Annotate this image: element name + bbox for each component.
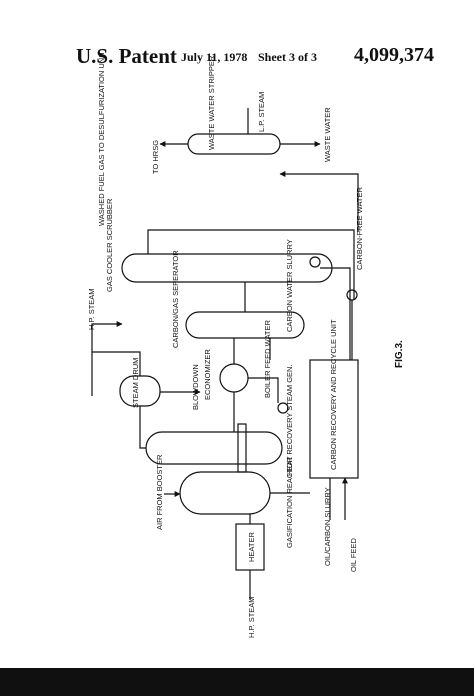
label-steam-drum: STEAM DRUM: [131, 358, 140, 408]
scan-bottom-border: [0, 668, 474, 696]
line-hrsg-to-drum: [139, 406, 146, 449]
label-heater: HEATER: [247, 532, 256, 562]
label-lp-steam: L.P. STEAM: [257, 92, 266, 132]
pump-boiler-feed: [277, 402, 289, 414]
patent-number: 4,099,374: [354, 44, 434, 66]
label-carbon-water-slurry: CARBON WATER SLURRY: [285, 239, 294, 332]
gas-cooler-scrubber-vessel: [121, 253, 333, 283]
steam-drum-vessel: [119, 375, 161, 407]
label-boiler-feed-water: BOILER FEED WATER: [263, 319, 272, 398]
waste-water-stripper-vessel: [187, 133, 281, 155]
line-to-stripper: [279, 171, 359, 232]
label-waste-water: WASTE WATER: [323, 107, 332, 162]
hrsg-vessel: [145, 431, 283, 465]
label-waste-water-stripper: WASTE WATER STRIPPER: [207, 55, 216, 150]
line-hp-steam-out: [91, 321, 123, 396]
label-carbon-recovery-unit: CARBON RECOVERY AND RECYCLE UNIT: [329, 319, 338, 470]
economizer-circle: [219, 363, 249, 393]
label-blowdown: BLOWDOWN: [191, 364, 200, 410]
label-to-hrsg: TO HRSG: [151, 140, 160, 174]
patent-date: July 11, 1978: [181, 50, 248, 64]
line-scrubber-slurry: [320, 267, 351, 360]
label-oil-carbon-slurry: OIL/CARBON SLURRY: [323, 487, 332, 566]
label-gasification-reactor: GASIFICATION REACTOR: [285, 456, 294, 548]
line-econ-bfw: [248, 377, 279, 403]
gasification-reactor-vessel: [179, 471, 271, 515]
figure-caption: FIG.3.: [394, 340, 405, 368]
label-gas-cooler-scrubber: GAS COOLER SCRUBBER: [105, 198, 114, 292]
label-carbon-gas-separator: CARBON/GAS SEPERATOR: [171, 250, 180, 348]
hrsg-flange: [237, 423, 247, 473]
label-washed-fuel-gas: WASHED FUEL GAS TO DESULFURIZATION UNIT: [97, 51, 106, 226]
label-heat-recovery-steam-gen: HEAT RECOVERY STEAM GEN.: [285, 364, 294, 476]
carbon-recovery-box: [309, 359, 359, 479]
label-hp-steam-bottom: H.P. STEAM: [247, 596, 256, 638]
line-scrubber-overhead: [147, 229, 355, 300]
pump-carbon-water: [346, 289, 358, 301]
label-air-from-booster: AIR FROM BOOSTER: [155, 454, 164, 530]
label-carbon-free-water: CARBON-FREE WATER: [355, 186, 364, 270]
label-oil-feed: OIL FEED: [349, 538, 358, 572]
publisher-title: U.S. Patent: [76, 44, 177, 68]
line-steam-drum-up: [92, 351, 141, 376]
sheet-number: Sheet 3 of 3: [258, 50, 317, 64]
pump-scrubber: [309, 256, 321, 268]
label-hp-steam-top: H.P. STEAM: [87, 288, 96, 330]
label-economizer: ECONOMIZER: [203, 349, 212, 400]
